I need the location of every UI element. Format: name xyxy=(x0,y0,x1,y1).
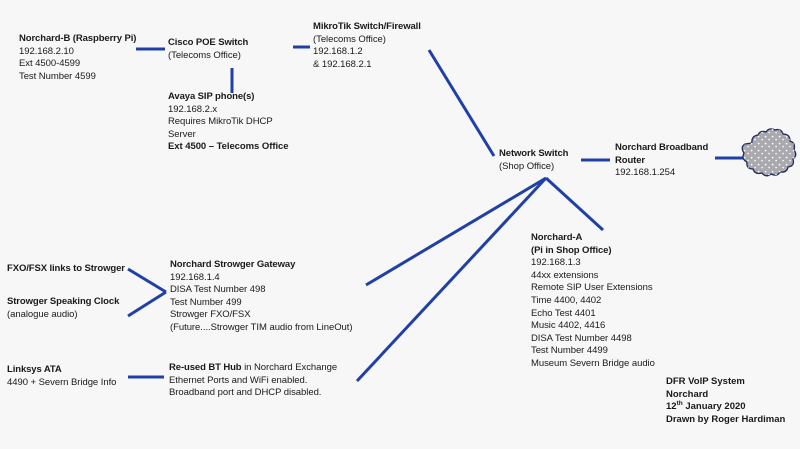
node-fxo-fsx-links[interactable]: FXO/FSX links to Strowger xyxy=(7,263,125,276)
node-avaya-sip-phones-title: Avaya SIP phone(s) xyxy=(168,91,255,102)
node-avaya-sip-phones-line-3: Ext 4500 – Telecoms Office xyxy=(168,141,289,153)
node-fxo-fsx-links-title: FXO/FSX links to Strowger xyxy=(7,263,125,274)
node-mikrotik-line-0: (Telecoms Office) xyxy=(313,33,386,45)
node-broadband-router-title: Norchard Broadband xyxy=(615,142,709,153)
node-avaya-sip-phones[interactable]: Avaya SIP phone(s) 192.168.2.x Requires … xyxy=(168,91,289,154)
internet-cloud xyxy=(736,128,798,188)
node-bt-hub-title: Re-used BT Hub xyxy=(169,362,242,373)
node-bt-hub-line-1: Broadband port and DHCP disabled. xyxy=(169,387,322,399)
node-norchard-b[interactable]: Norchard-B (Raspberry Pi) 192.168.2.10 E… xyxy=(19,33,136,83)
node-cisco-poe-switch-line-0: (Telecoms Office) xyxy=(168,49,241,61)
title-block-date-number: 12 xyxy=(666,401,677,413)
node-mikrotik-switch-firewall[interactable]: MikroTik Switch/Firewall (Telecoms Offic… xyxy=(313,21,421,71)
node-norchard-b-line-2: Test Number 4599 xyxy=(19,70,96,82)
cloud-icon xyxy=(741,128,797,177)
node-linksys-ata-title: Linksys ATA xyxy=(7,364,62,375)
node-broadband-router-line-1: 192.168.1.254 xyxy=(615,167,676,179)
node-strowger-gateway-line-2: Test Number 499 xyxy=(170,296,242,308)
node-norchard-a[interactable]: Norchard-A (Pi in Shop Office) 192.168.1… xyxy=(531,232,655,371)
node-strowger-gateway-line-3: Strowger FXO/FSX xyxy=(170,309,251,321)
node-norchard-a-line-3: Time 4400, 4402 xyxy=(531,294,602,306)
node-broadband-router-line-0: Router xyxy=(615,154,646,166)
node-strowger-gateway-title: Norchard Strowger Gateway xyxy=(170,259,296,270)
node-cisco-poe-switch-title: Cisco POE Switch xyxy=(168,37,249,48)
node-avaya-sip-phones-line-2: Server xyxy=(168,128,196,140)
node-mikrotik-title: MikroTik Switch/Firewall xyxy=(313,21,421,32)
node-norchard-a-line-5: Music 4402, 4416 xyxy=(531,320,606,332)
wire-networkswitch-bthub xyxy=(355,176,548,383)
node-norchard-a-line-7: Test Number 4499 xyxy=(531,345,608,357)
node-cisco-poe-switch[interactable]: Cisco POE Switch (Telecoms Office) xyxy=(168,37,248,62)
node-norchard-a-line-6: DISA Test Number 4498 xyxy=(531,332,632,344)
node-mikrotik-line-1: 192.168.1.2 xyxy=(313,46,363,58)
node-norchard-a-title: Norchard-A xyxy=(531,232,583,243)
title-block-date-suffix: th xyxy=(676,400,683,408)
wire-speakingclock-strowger xyxy=(127,290,167,318)
node-network-switch-title: Network Switch xyxy=(499,148,569,159)
wire-networkswitch-norcharda xyxy=(544,176,605,232)
node-network-switch[interactable]: Network Switch (Shop Office) xyxy=(499,148,568,173)
node-avaya-sip-phones-line-1: Requires MikroTik DHCP xyxy=(168,116,273,128)
node-strowger-gateway-line-0: 192.168.1.4 xyxy=(170,271,220,283)
title-block-author: Drawn by Roger Hardiman xyxy=(666,413,786,425)
title-block-system: DFR VoIP System xyxy=(666,376,745,387)
node-bt-hub[interactable]: Re-used BT Hub in Norchard Exchange Ethe… xyxy=(169,362,337,400)
wire-networkswitch-strowger xyxy=(365,176,547,287)
title-block: DFR VoIP System Norchard 12th January 20… xyxy=(666,376,785,426)
node-norchard-a-line-4: Echo Test 4401 xyxy=(531,307,596,319)
node-linksys-ata-line-0: 4490 + Severn Bridge Info xyxy=(7,376,117,388)
node-bt-hub-title-row: Re-used BT Hub in Norchard Exchange xyxy=(169,362,337,375)
node-strowger-gateway[interactable]: Norchard Strowger Gateway 192.168.1.4 DI… xyxy=(170,259,353,335)
node-strowger-speaking-clock[interactable]: Strowger Speaking Clock (analogue audio) xyxy=(7,296,119,321)
node-norchard-a-line-2: Remote SIP User Extensions xyxy=(531,282,653,294)
title-block-date-rest: January 2020 xyxy=(682,401,746,413)
wire-mikrotik-networkswitch xyxy=(427,49,496,157)
title-block-date: 12th January 2020 xyxy=(666,400,785,414)
node-linksys-ata[interactable]: Linksys ATA 4490 + Severn Bridge Info xyxy=(7,364,116,389)
node-bt-hub-title-rest: in Norchard Exchange xyxy=(241,362,338,373)
node-broadband-router[interactable]: Norchard Broadband Router 192.168.1.254 xyxy=(615,142,708,180)
node-strowger-speaking-clock-title: Strowger Speaking Clock xyxy=(7,296,120,307)
node-mikrotik-line-2: & 192.168.2.1 xyxy=(313,58,372,70)
node-norchard-a-line-8: Museum Severn Bridge audio xyxy=(531,357,655,369)
node-norchard-a-subtitle: (Pi in Shop Office) xyxy=(531,244,612,256)
node-bt-hub-line-0: Ethernet Ports and WiFi enabled. xyxy=(169,374,308,386)
node-norchard-b-line-0: 192.168.2.10 xyxy=(19,45,74,57)
node-norchard-a-line-1: 44xx extensions xyxy=(531,269,599,281)
node-avaya-sip-phones-line-0: 192.168.2.x xyxy=(168,103,218,115)
wire-fxofsx-strowger xyxy=(127,267,167,294)
node-norchard-a-line-0: 192.168.1.3 xyxy=(531,257,581,269)
node-strowger-speaking-clock-line-0: (analogue audio) xyxy=(7,308,78,320)
node-network-switch-line-0: (Shop Office) xyxy=(499,160,555,172)
node-norchard-b-title: Norchard-B (Raspberry Pi) xyxy=(19,33,137,44)
node-norchard-b-line-1: Ext 4500-4599 xyxy=(19,58,81,70)
node-strowger-gateway-line-1: DISA Test Number 498 xyxy=(170,284,266,296)
title-block-site: Norchard xyxy=(666,388,709,400)
node-strowger-gateway-line-4: (Future....Strowger TIM audio from LineO… xyxy=(170,321,353,333)
